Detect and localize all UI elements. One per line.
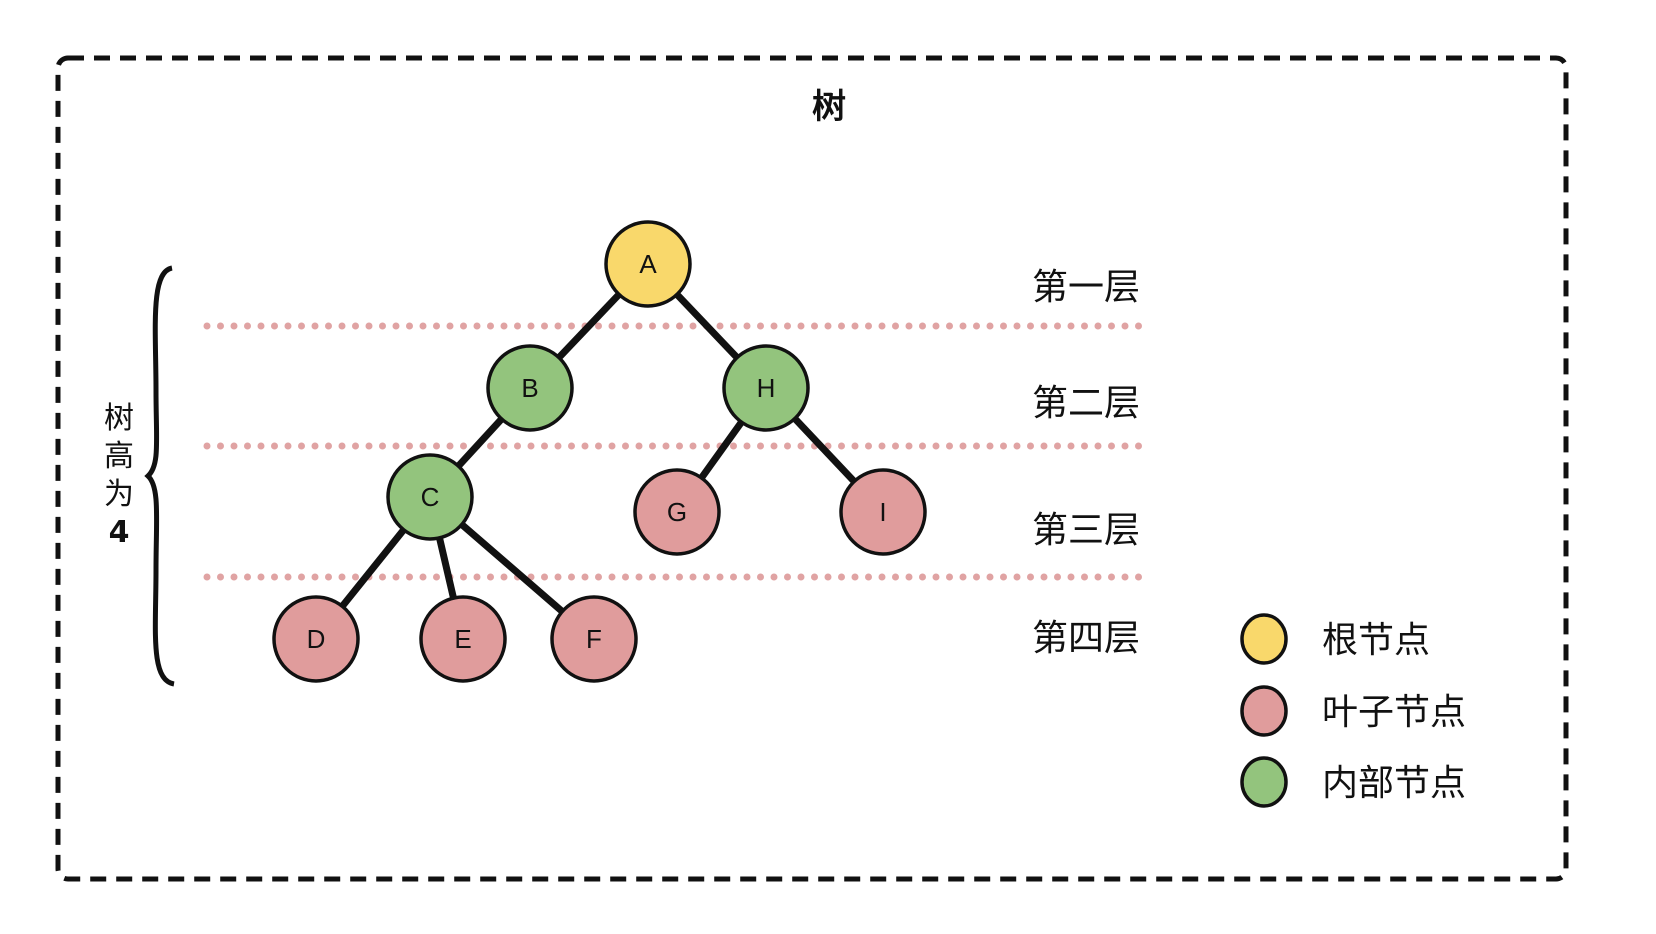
node-label: H [757,373,776,403]
node-circle [604,220,692,308]
dashed-border [55,55,1569,882]
node-C: C [386,453,474,541]
node-label: D [307,624,326,654]
legend-label: 根节点 [1322,620,1430,661]
legend-swatch [1240,613,1288,665]
node-label: E [454,624,471,654]
node-circle [272,595,360,683]
legend-item-internal: 内部节点 [1240,756,1466,808]
node-H: H [722,344,810,432]
node-circle [419,595,507,683]
node-circle [633,468,721,556]
level-dividers [203,322,1152,581]
height-label-char: 树 [104,401,134,436]
legend-swatch [1240,685,1288,737]
node-label: G [667,497,687,527]
node-label: C [421,482,440,512]
node-circle [722,344,810,432]
node-circle [550,595,638,683]
node-label: A [639,249,657,279]
node-circle [486,344,574,432]
node-I: I [839,468,927,556]
edges [313,261,886,642]
height-label-char: 高 [104,439,134,474]
node-circle [839,468,927,556]
legend-label: 叶子节点 [1322,692,1466,733]
level-label: 第一层 [1032,267,1140,308]
height-label-char: 为 [104,477,134,512]
node-F: F [550,595,638,683]
node-A: A [604,220,692,308]
node-E: E [419,595,507,683]
level-label: 第三层 [1032,510,1140,551]
node-label: B [521,373,538,403]
level-label: 第二层 [1032,383,1140,424]
level-label: 第四层 [1032,618,1140,659]
diagram-title: 树 [812,87,846,127]
legend-swatch [1240,756,1288,808]
node-label: I [879,497,886,527]
height-label-char: 4 [109,515,130,550]
node-label: F [586,624,602,654]
node-G: G [633,468,721,556]
node-circle [386,453,474,541]
node-B: B [486,344,574,432]
legend-item-root: 根节点 [1240,613,1430,665]
node-D: D [272,595,360,683]
legend-label: 内部节点 [1322,763,1466,804]
height-brace [144,265,175,687]
legend-item-leaf: 叶子节点 [1240,685,1466,737]
nodes: A B H C G I D E F [272,220,927,683]
